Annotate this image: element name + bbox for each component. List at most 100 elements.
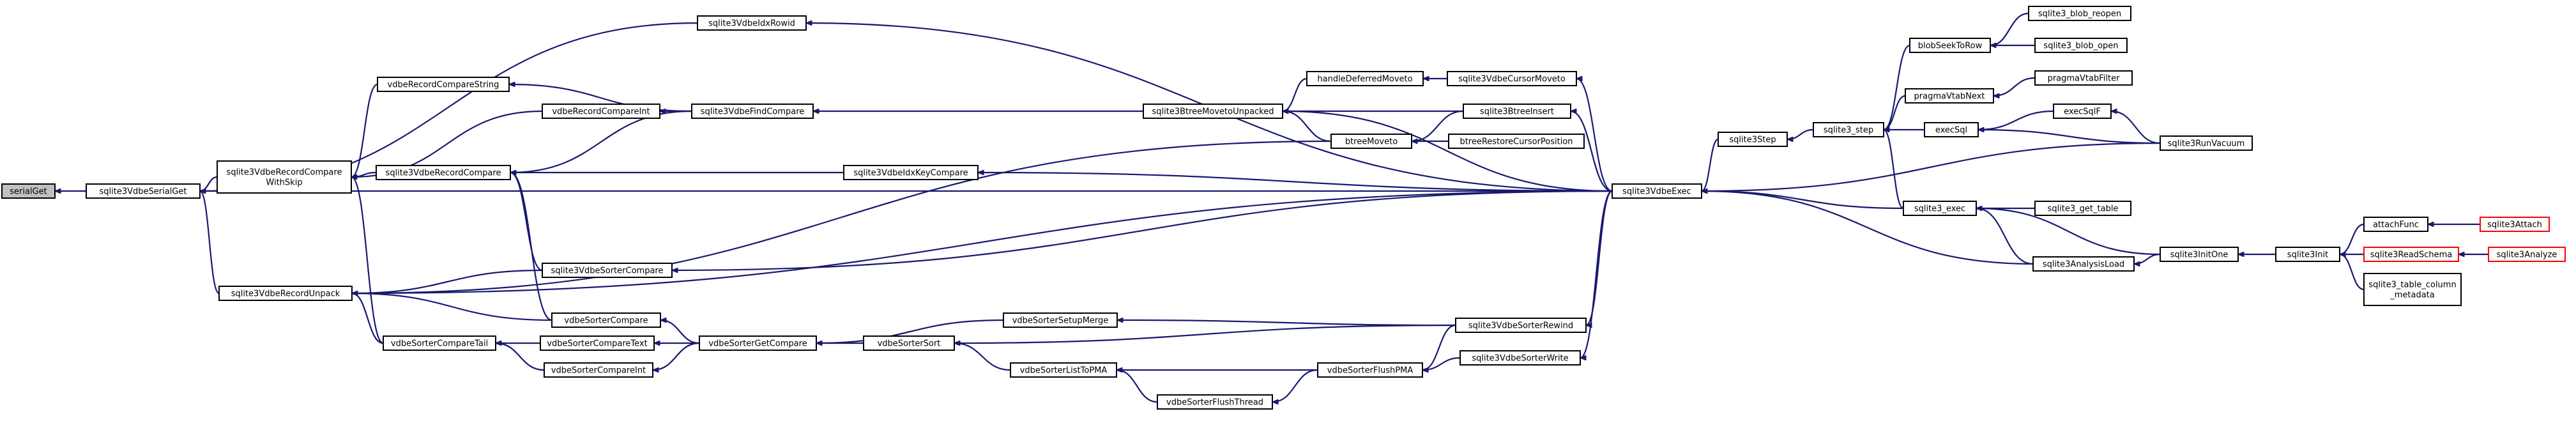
node-box (2363, 247, 2459, 262)
node-box (697, 15, 807, 31)
call-edges (55, 12, 2488, 402)
node-box (2480, 217, 2550, 232)
node-label: sqlite3VdbeRecordCompare (227, 168, 342, 178)
node-label: btreeMoveto (1345, 137, 1398, 147)
node-sqlite3-blob-reopen[interactable]: sqlite3_blob_reopen (2028, 6, 2131, 21)
node-label: vdbeSorterSetupMerge (1012, 316, 1109, 326)
node-vdbe-record-compare-string[interactable]: vdbeRecordCompareString (377, 77, 510, 92)
node-box (1924, 122, 1979, 137)
node-label: vdbeSorterSort (878, 339, 941, 349)
node-btree-moveto[interactable]: btreeMoveto (1330, 134, 1412, 149)
node-vdbe-sorter-compare-text[interactable]: vdbeSorterCompareText (540, 335, 655, 351)
node-handle-deferred-moveto[interactable]: handleDeferredMoveto (1306, 71, 1424, 86)
edge-pragma-vtab-filter-to-pragma-vtab-next (1993, 77, 2036, 96)
edge-sqlite3-vdbe-sorter-compare-to-sqlite3-vdbe-record-compare (510, 173, 543, 272)
edge-sqlite3-vdbe-sorter-rewind-to-vdbe-sorter-sort (954, 324, 1456, 343)
node-vdbe-sorter-list-to-pma[interactable]: vdbeSorterListToPMA (1010, 362, 1117, 378)
node-sqlite3-vdbe-idx-rowid[interactable]: sqlite3VdbeIdxRowid (697, 15, 807, 31)
node-sqlite3-vdbe-sorter-write[interactable]: sqlite3VdbeSorterWrite (1459, 350, 1581, 366)
node-box (2034, 38, 2128, 53)
node-label: _metadata (2389, 291, 2435, 300)
node-sqlite3-vdbe-record-compare[interactable]: sqlite3VdbeRecordCompare (376, 165, 511, 180)
node-sqlite3-vdbe-sorter-rewind[interactable]: sqlite3VdbeSorterRewind (1455, 318, 1587, 333)
node-sqlite3-btree-insert[interactable]: sqlite3BtreeInsert (1463, 104, 1571, 119)
node-sqlite3-vdbe-sorter-compare[interactable]: sqlite3VdbeSorterCompare (542, 263, 673, 278)
node-vdbe-sorter-compare-int[interactable]: vdbeSorterCompareInt (544, 362, 653, 378)
node-vdbe-sorter-setup-merge[interactable]: vdbeSorterSetupMerge (1003, 312, 1118, 328)
edge-sqlite3-exec-to-sqlite3-step (1883, 130, 1904, 210)
node-label: sqlite3BtreeInsert (1480, 107, 1554, 117)
edge-vdbe-sorter-compare-to-sqlite3-vdbe-record-compare (510, 173, 553, 321)
node-vdbe-sorter-flush-thread[interactable]: vdbeSorterFlushThread (1157, 394, 1273, 410)
node-blob-seek-to-row[interactable]: blobSeekToRow (1909, 38, 1991, 53)
node-pragma-vtab-filter[interactable]: pragmaVtabFilter (2034, 70, 2133, 86)
edge-vdbe-record-compare-string-to-sqlite3-vdbe-record-compare-with-skip (351, 83, 378, 177)
node-box (1010, 362, 1117, 378)
node-label: sqlite3Step (1729, 135, 1776, 145)
node-sqlite3-vdbe-serial-get[interactable]: sqlite3VdbeSerialGet (86, 183, 201, 199)
node-box (2363, 273, 2462, 306)
node-exec-sql[interactable]: execSql (1924, 122, 1979, 137)
node-box (2363, 217, 2428, 232)
node-label: execSqlF (2064, 107, 2101, 117)
edge-sqlite3-run-vacuum-to-sqlite3-vdbe-exec (1702, 142, 2161, 191)
node-sqlite3-vdbe-cursor-moveto[interactable]: sqlite3VdbeCursorMoveto (1447, 71, 1577, 86)
node-sqlite3-init[interactable]: sqlite3Init (2275, 247, 2340, 262)
node-vdbe-sorter-flush-pma[interactable]: vdbeSorterFlushPMA (1317, 362, 1423, 378)
node-vdbe-sorter-compare-tail[interactable]: vdbeSorterCompareTail (383, 335, 496, 351)
node-sqlite3-run-vacuum[interactable]: sqlite3RunVacuum (2160, 135, 2253, 151)
node-label: sqlite3VdbeIdxRowid (708, 19, 795, 29)
node-box (2034, 70, 2133, 86)
node-sqlite3-get-table[interactable]: sqlite3_get_table (2034, 201, 2131, 216)
node-sqlite3-vdbe-exec[interactable]: sqlite3VdbeExec (1612, 183, 1702, 199)
node-box (1, 183, 56, 199)
edge-sqlite3-step-to-sqlite3-vdbe-exec (1702, 138, 1719, 191)
node-sqlite3-step[interactable]: sqlite3Step (1718, 132, 1788, 147)
node-label: vdbeSorterListToPMA (1020, 366, 1108, 376)
node-sqlite3-attach[interactable]: sqlite3Attach (2480, 217, 2550, 232)
node-sqlite3-init-one[interactable]: sqlite3InitOne (2160, 247, 2239, 262)
edge-sqlite3-analysis-load-to-sqlite3-vdbe-exec (1702, 191, 2034, 265)
node-label: sqlite3VdbeSorterCompare (551, 266, 664, 276)
edge-sqlite3-blob-reopen-to-blob-seek-to-row (1990, 12, 2029, 45)
node-attach-func[interactable]: attachFunc (2363, 217, 2428, 232)
node-btree-restore-cursor-position[interactable]: btreeRestoreCursorPosition (1448, 134, 1585, 149)
node-label: sqlite3AnalysisLoad (2043, 260, 2124, 270)
node-sqlite3-read-schema[interactable]: sqlite3ReadSchema (2363, 247, 2459, 262)
node-sqlite3-exec[interactable]: sqlite3_exec (1903, 201, 1977, 216)
node-sqlite3-table-column-metadata[interactable]: sqlite3_table_column_metadata (2363, 273, 2462, 306)
node-label: sqlite3ReadSchema (2370, 250, 2453, 260)
node-box (2028, 6, 2131, 21)
node-sqlite3-step[interactable]: sqlite3_step (1813, 122, 1884, 137)
edge-attach-func-to-sqlite3-init (2340, 223, 2365, 254)
edge-sqlite3-vdbe-exec-to-sqlite3-vdbe-idx-key-compare (978, 173, 1613, 192)
node-label: attachFunc (2373, 220, 2419, 230)
node-sqlite3-analyze[interactable]: sqlite3Analyze (2488, 247, 2566, 262)
node-box (86, 183, 201, 199)
node-sqlite3-analysis-load[interactable]: sqlite3AnalysisLoad (2032, 256, 2135, 272)
edge-sqlite3-vdbe-sorter-rewind-to-vdbe-sorter-setup-merge (1117, 320, 1456, 327)
edge-sqlite3-vdbe-exec-to-sqlite3-vdbe-sorter-write (1580, 190, 1613, 358)
node-sqlite3-btree-moveto-unpacked[interactable]: sqlite3BtreeMovetoUnpacked (1143, 104, 1283, 119)
node-box (1455, 318, 1587, 333)
edge-vdbe-sorter-list-to-pma-to-vdbe-sorter-sort (954, 343, 1011, 371)
node-sqlite3-vdbe-record-unpack[interactable]: sqlite3VdbeRecordUnpack (218, 286, 353, 301)
node-vdbe-sorter-compare[interactable]: vdbeSorterCompare (551, 312, 661, 328)
node-box (2032, 256, 2135, 272)
node-box (691, 104, 814, 119)
node-box (2034, 201, 2131, 216)
node-sqlite3-vdbe-idx-key-compare[interactable]: sqlite3VdbeIdxKeyCompare (843, 165, 979, 180)
node-box (1317, 362, 1423, 378)
node-sqlite3-vdbe-find-compare[interactable]: sqlite3VdbeFindCompare (691, 104, 814, 119)
node-vdbe-record-compare-int[interactable]: vdbeRecordCompareInt (542, 104, 660, 119)
node-vdbe-sorter-get-compare[interactable]: vdbeSorterGetCompare (699, 335, 817, 351)
node-label: vdbeSorterCompareTail (391, 339, 488, 349)
node-vdbe-sorter-sort[interactable]: vdbeSorterSort (863, 335, 955, 351)
edge-vdbe-sorter-compare-int-to-vdbe-sorter-compare-tail (496, 343, 545, 371)
node-label: handleDeferredMoveto (1317, 75, 1412, 84)
node-pragma-vtab-next[interactable]: pragmaVtabNext (1905, 88, 1994, 104)
node-exec-sql-f[interactable]: execSqlF (2053, 104, 2112, 119)
node-sqlite3-blob-open[interactable]: sqlite3_blob_open (2034, 38, 2128, 53)
